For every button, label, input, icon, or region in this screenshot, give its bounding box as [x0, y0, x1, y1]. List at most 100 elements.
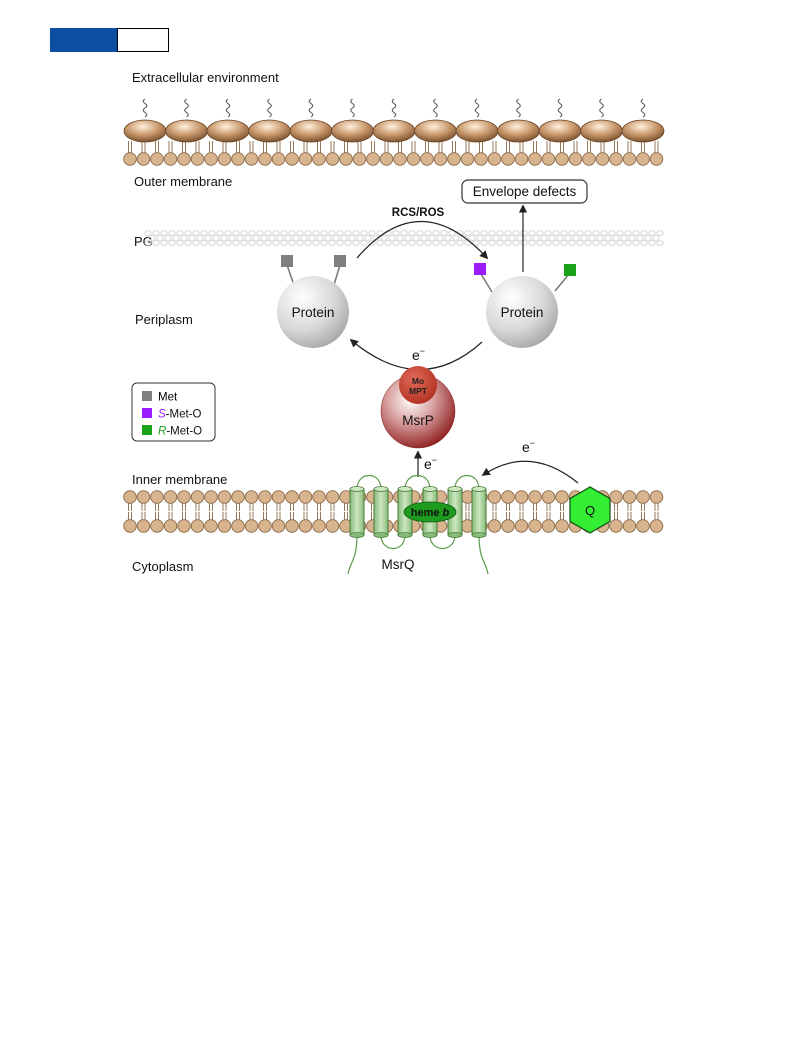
inner-lipid-head-top	[541, 490, 556, 504]
outer-lipid-head	[447, 152, 461, 166]
peptidoglycan-layer	[144, 230, 664, 246]
legend-label: S-Met-O	[158, 409, 202, 421]
mpt-label: MPT	[409, 386, 428, 396]
legend-swatch	[142, 425, 152, 435]
lps-oval	[455, 119, 499, 143]
protein-left: Protein	[277, 255, 349, 348]
msrp-enzyme: Mo MPT MsrP	[380, 366, 456, 449]
lps-chain	[225, 98, 231, 118]
inner-lipid-head-bottom	[231, 519, 245, 533]
lps-oval	[414, 119, 457, 143]
outer-lipid-head	[379, 152, 394, 166]
inner-lipid-head-bottom	[555, 519, 569, 533]
inner-lipid-head-bottom	[163, 519, 178, 533]
header-white-block	[117, 28, 169, 52]
lps-chain	[308, 98, 314, 118]
outer-membrane	[123, 98, 665, 166]
inner-lipid-head-bottom	[528, 519, 542, 533]
lps-oval	[331, 119, 374, 143]
outer-lipid-head	[501, 152, 515, 166]
outer-lipid-head	[460, 152, 475, 166]
label-inner-membrane: Inner membrane	[132, 472, 227, 487]
inner-lipid-head-top	[636, 490, 650, 504]
inner-lipid-head-bottom	[258, 519, 272, 533]
outer-lipid-head	[123, 152, 137, 166]
outer-lipid-head	[541, 152, 556, 166]
lps-chain	[350, 98, 355, 118]
s-met-o-marker	[474, 263, 486, 275]
outer-lipid-head	[150, 152, 164, 166]
inner-lipid-head-top	[514, 490, 529, 504]
legend-swatch	[142, 408, 152, 418]
lps-chain	[142, 98, 148, 118]
outer-lipid-head	[163, 152, 178, 166]
label-extracellular: Extracellular environment	[132, 70, 279, 85]
inner-lipid-head-top	[163, 490, 178, 504]
inner-lipid-head-bottom	[514, 519, 529, 533]
inner-lipid-head-top	[555, 490, 569, 504]
label-periplasm: Periplasm	[135, 312, 193, 327]
outer-lipid-head	[393, 152, 407, 166]
electron-label-right: e−	[522, 438, 535, 455]
inner-lipid-head-bottom	[217, 519, 232, 533]
protein-right-label: Protein	[501, 305, 544, 320]
outer-lipid-head	[433, 152, 448, 166]
outer-lipid-head	[622, 152, 637, 166]
lps-chain	[640, 98, 646, 118]
outer-lipid-head	[609, 152, 623, 166]
lps-chain	[474, 98, 480, 118]
lps-chain	[557, 98, 563, 118]
outer-lipid-head	[258, 152, 272, 166]
met-marker-left-2	[334, 255, 346, 267]
outer-lipid-head	[177, 152, 191, 166]
outer-lipid-head	[244, 152, 259, 166]
outer-lipid-head	[528, 152, 542, 166]
inner-lipid-head-top	[609, 490, 623, 504]
lps-chain	[391, 98, 397, 118]
envelope-defects-label: Envelope defects	[473, 184, 577, 199]
inner-lipid-head-top	[190, 490, 205, 504]
inner-lipid-head-top	[258, 490, 272, 504]
page-header-bar	[50, 28, 169, 52]
outer-lipid-head	[487, 152, 502, 166]
heme-b	[403, 501, 457, 523]
lps-oval	[538, 119, 582, 143]
lps-oval	[497, 119, 540, 143]
legend-swatch	[142, 391, 152, 401]
rcs-ros-label: RCS/ROS	[392, 207, 445, 219]
inner-lipid-head-bottom	[204, 519, 218, 533]
inner-lipid-head-bottom	[609, 519, 623, 533]
inner-lipid-head-bottom	[244, 519, 259, 533]
outer-lipid-head	[217, 152, 232, 166]
lps-chain	[433, 98, 438, 118]
outer-lipid-head	[325, 152, 340, 166]
inner-lipid-head-bottom	[136, 519, 151, 533]
protein-right: Protein	[474, 263, 576, 348]
outer-lipid-head	[352, 152, 367, 166]
quinone: Q	[569, 486, 611, 534]
lps-chain	[267, 98, 272, 118]
inner-lipid-head-top	[244, 490, 259, 504]
inner-lipid-head-bottom	[501, 519, 515, 533]
inner-lipid-head-top	[217, 490, 232, 504]
inner-lipid-head-bottom	[190, 519, 205, 533]
heme-b-label: heme b	[411, 507, 450, 519]
msrp-label: MsrP	[402, 413, 434, 428]
outer-lipid-head	[582, 152, 596, 166]
lps-chain	[184, 98, 189, 118]
electron-label-top: e−	[412, 346, 425, 363]
msrq-transmembrane-protein: heme b	[347, 474, 489, 575]
electron-label-mid: e−	[424, 455, 437, 472]
inner-lipid-head-top	[204, 490, 218, 504]
protein-left-label: Protein	[292, 305, 335, 320]
met-marker-left-1	[281, 255, 293, 267]
inner-lipid-head-bottom	[636, 519, 650, 533]
lps-oval	[123, 119, 167, 143]
outer-lipid-head	[312, 152, 326, 166]
msrq-label: MsrQ	[382, 557, 415, 572]
inner-lipid-head-top	[231, 490, 245, 504]
outer-lipid-head	[595, 152, 610, 166]
inner-lipid-head-top	[487, 490, 502, 504]
inner-lipid-head-top	[136, 490, 151, 504]
envelope-defects-box: Envelope defects	[461, 179, 588, 204]
